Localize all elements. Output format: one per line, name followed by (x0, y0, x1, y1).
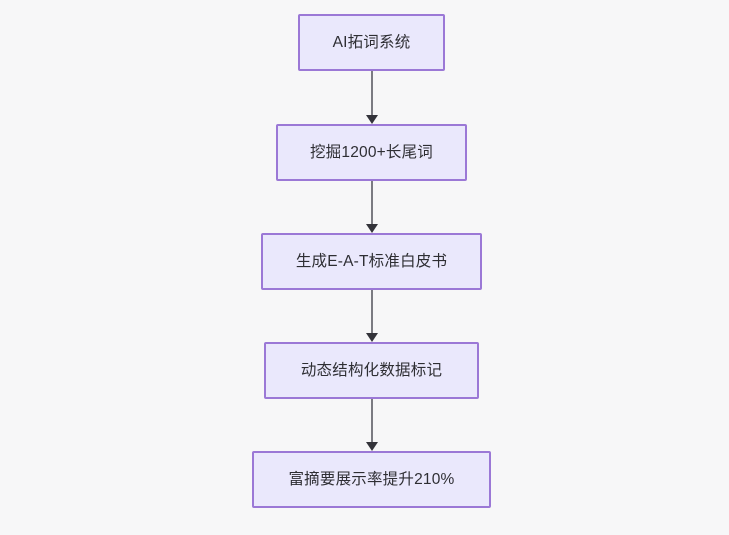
arrow-down-icon (366, 333, 378, 342)
connector-line (371, 290, 373, 334)
flow-node-label: 动态结构化数据标记 (300, 361, 443, 379)
connector-line (371, 181, 373, 225)
flow-connector-1 (360, 71, 384, 124)
flow-connector-3 (360, 290, 384, 342)
flow-connector-4 (360, 399, 384, 451)
connector-line (371, 71, 373, 116)
flow-connector-2 (360, 181, 384, 233)
flow-node-dynamic-structured-data-markup[interactable]: 动态结构化数据标记 (264, 342, 479, 399)
flow-node-rich-snippet-impression-uplift[interactable]: 富摘要展示率提升210% (252, 451, 491, 508)
arrow-down-icon (366, 115, 378, 124)
flow-node-label: 富摘要展示率提升210% (288, 470, 455, 488)
flow-node-ai-keyword-system[interactable]: AI拓词系统 (298, 14, 445, 71)
arrow-down-icon (366, 224, 378, 233)
flow-node-label: 挖掘1200+长尾词 (309, 143, 434, 161)
flow-node-mine-longtail-keywords[interactable]: 挖掘1200+长尾词 (276, 124, 467, 181)
connector-line (371, 399, 373, 443)
flow-node-label: AI拓词系统 (332, 33, 411, 51)
arrow-down-icon (366, 442, 378, 451)
flow-node-label: 生成E-A-T标准白皮书 (295, 252, 448, 270)
flow-node-generate-eat-whitepaper[interactable]: 生成E-A-T标准白皮书 (261, 233, 482, 290)
